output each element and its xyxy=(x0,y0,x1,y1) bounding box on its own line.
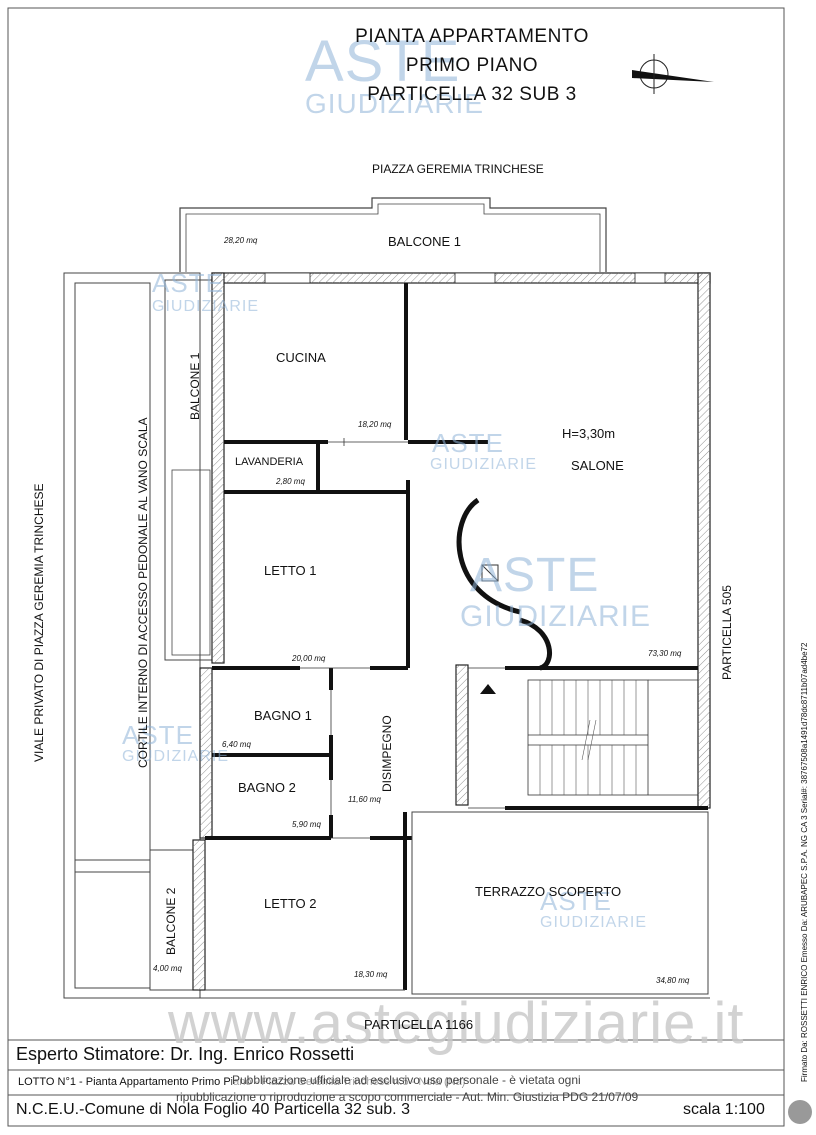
label-bagno1: BAGNO 1 xyxy=(254,708,312,723)
notice-line-1: Pubblicazione ufficiale ad esclusivo uso… xyxy=(232,1073,581,1087)
label-particella505: PARTICELLA 505 xyxy=(720,585,734,680)
watermark-aste-center: ASTE xyxy=(470,549,600,602)
watermark-site: www.astegiudiziarie.it xyxy=(168,991,745,1056)
label-balcone1-top: BALCONE 1 xyxy=(388,234,461,249)
label-balcone2: BALCONE 2 xyxy=(164,887,178,955)
interior-walls xyxy=(205,283,708,990)
curved-partition xyxy=(456,497,521,615)
viale-outline xyxy=(63,272,201,999)
watermark-giudiziarie-terrazzo: GIUDIZIARIE xyxy=(540,914,648,931)
area-balcone1: 28,20 mq xyxy=(224,236,258,245)
balcone1-top-outline xyxy=(179,197,607,272)
label-letto1: LETTO 1 xyxy=(264,563,317,578)
label-disimpegno: DISIMPEGNO xyxy=(380,715,394,792)
notice-line-2: ripubblicazione o riproduzione a scopo c… xyxy=(176,1090,639,1104)
sheet-frame xyxy=(7,7,785,1127)
title-line-1: PIANTA APPARTAMENTO xyxy=(355,26,589,47)
terrazzo-outline xyxy=(411,811,709,995)
area-balcone2: 4,00 mq xyxy=(153,964,182,973)
label-bagno2: BAGNO 2 xyxy=(238,780,296,795)
footer-esperto: Esperto Stimatore: Dr. Ing. Enrico Rosse… xyxy=(16,1044,355,1064)
watermark-giudiziarie-top: GIUDIZIARIE xyxy=(305,88,485,119)
label-viale: VIALE PRIVATO DI PIAZZA GEREMIA TRINCHES… xyxy=(32,483,46,762)
digital-signature: Firmato Da: ROSSETTI ENRICO Emesso Da: A… xyxy=(800,642,809,1083)
watermark-aste-left: ASTE xyxy=(152,268,224,298)
area-letto1: 20,00 mq xyxy=(292,654,326,663)
label-letto2: LETTO 2 xyxy=(264,896,317,911)
footer-nceu: N.C.E.U.-Comune di Nola Foglio 40 Partic… xyxy=(16,1101,410,1118)
label-balcone1-side: BALCONE 1 xyxy=(188,352,202,420)
watermark-aste-bagno: ASTE xyxy=(122,720,194,750)
viale-inner xyxy=(74,282,151,989)
label-lavanderia: LAVANDERIA xyxy=(235,456,304,468)
watermark-giudiziarie-left: GIUDIZIARIE xyxy=(152,298,260,315)
area-bagno2: 5,90 mq xyxy=(292,820,321,829)
area-bagno1: 6,40 mq xyxy=(222,740,251,749)
watermark-giudiziarie-bagno: GIUDIZIARIE xyxy=(122,748,230,765)
watermark-aste-terrazzo: ASTE xyxy=(540,886,612,916)
area-salone: 73,30 mq xyxy=(648,649,682,658)
label-cortile: CORTILE INTERNO DI ACCESSO PEDONALE AL V… xyxy=(136,417,150,768)
area-lavanderia: 2,80 mq xyxy=(276,477,305,486)
title-line-3: PARTICELLA 32 SUB 3 xyxy=(367,84,577,105)
label-terrazzo: TERRAZZO SCOPERTO xyxy=(475,884,622,899)
label-height: H=3,30m xyxy=(562,426,616,441)
area-letto2: 18,30 mq xyxy=(354,970,388,979)
footer-scala: scala 1:100 xyxy=(683,1101,765,1118)
label-piazza: PIAZZA GEREMIA TRINCHESE xyxy=(372,162,544,176)
area-disimpegno: 11,60 mq xyxy=(348,795,381,804)
area-cucina: 18,20 mq xyxy=(358,420,392,429)
title-line-2: PRIMO PIANO xyxy=(405,55,539,76)
seal-icon xyxy=(788,1100,812,1124)
entry-arrow xyxy=(480,684,496,694)
area-terrazzo: 34,80 mq xyxy=(656,976,690,985)
column-square xyxy=(481,564,499,582)
north-arrow xyxy=(632,54,714,94)
watermark-aste-top: ASTE xyxy=(305,29,461,94)
label-cucina: CUCINA xyxy=(276,350,326,365)
watermark-giudiziarie-center: GIUDIZIARIE xyxy=(460,600,652,633)
label-salone: SALONE xyxy=(571,458,624,473)
label-particella1166: PARTICELLA 1166 xyxy=(364,1017,474,1032)
staircase xyxy=(527,679,698,796)
watermark-aste-mid: ASTE xyxy=(432,428,504,458)
watermark-giudiziarie-mid: GIUDIZIARIE xyxy=(430,456,538,473)
